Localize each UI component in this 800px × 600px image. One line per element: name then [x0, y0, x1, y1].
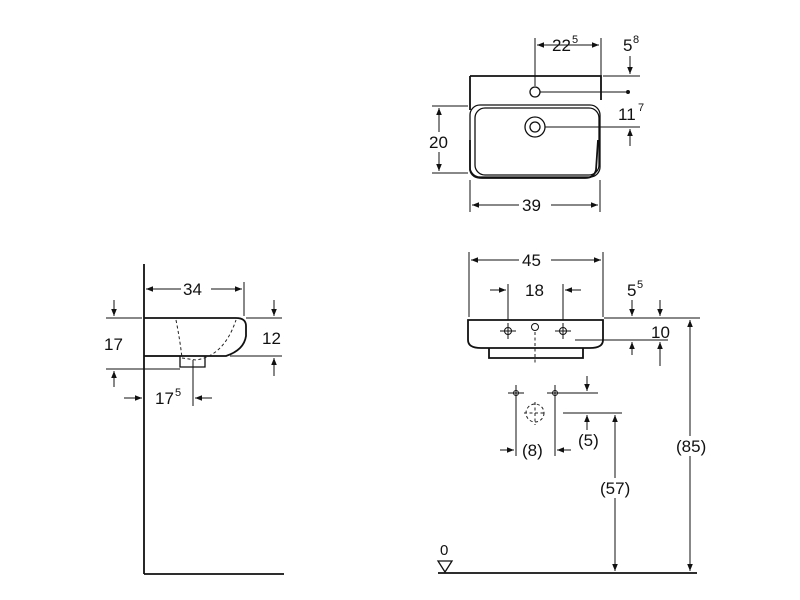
lower-fixing-right: [547, 385, 563, 401]
dim-label-5-5: 5: [627, 281, 636, 300]
front-tap-hole: [531, 323, 539, 331]
side-view: 34 17 12 17 5: [104, 264, 284, 575]
dim-sup-22-5: 5: [572, 34, 578, 46]
top-view-bowl: [469, 104, 601, 178]
dim-sup-17-5: 5: [175, 387, 181, 399]
dim-sup-11-7: 7: [638, 102, 644, 114]
dim-sup-5-5: 5: [637, 279, 643, 291]
dim-label-18: 18: [525, 281, 544, 300]
dim-label-17-5: 17: [155, 389, 174, 408]
side-basin-under: [146, 355, 206, 368]
side-basin-outline: [144, 317, 247, 357]
dim-label-10: 10: [651, 323, 670, 342]
dim-label-5-paren: (5): [578, 431, 599, 450]
dim-label-8-paren: (8): [522, 441, 543, 460]
dim-label-17: 17: [104, 335, 123, 354]
front-fixing-hole-left: [500, 323, 516, 339]
dim-label-45: 45: [522, 251, 541, 270]
dim-label-22-5: 22: [552, 36, 571, 55]
tap-hole-point: [626, 90, 630, 94]
lower-fixing-left: [508, 385, 524, 401]
dim-label-39: 39: [522, 196, 541, 215]
floor-level-marker: [436, 560, 454, 574]
side-basin-inner-dashed: [175, 319, 237, 361]
tap-hole: [529, 86, 541, 98]
front-basin-outline: [467, 319, 604, 349]
dim-label-5-8: 5: [623, 36, 632, 55]
top-view-inner: [474, 107, 600, 176]
top-view: 22 5 5 8 11 7 20 39: [428, 34, 644, 215]
front-fixing-hole-right: [555, 323, 571, 339]
dim-label-57: (57): [600, 479, 630, 498]
front-basin-base: [488, 348, 584, 359]
dim-sup-5-8: 8: [633, 34, 639, 46]
drain-outer: [524, 116, 546, 138]
front-view: 45 18 5 5 10 (85): [436, 250, 710, 574]
dim-label-12: 12: [262, 329, 281, 348]
floor-level-label: 0: [440, 542, 448, 559]
dim-label-11-7: 11: [618, 105, 636, 124]
dim-label-20: 20: [429, 133, 448, 152]
dim-label-85: (85): [676, 437, 706, 456]
drain-inner: [529, 121, 541, 133]
dim-label-34: 34: [183, 280, 202, 299]
